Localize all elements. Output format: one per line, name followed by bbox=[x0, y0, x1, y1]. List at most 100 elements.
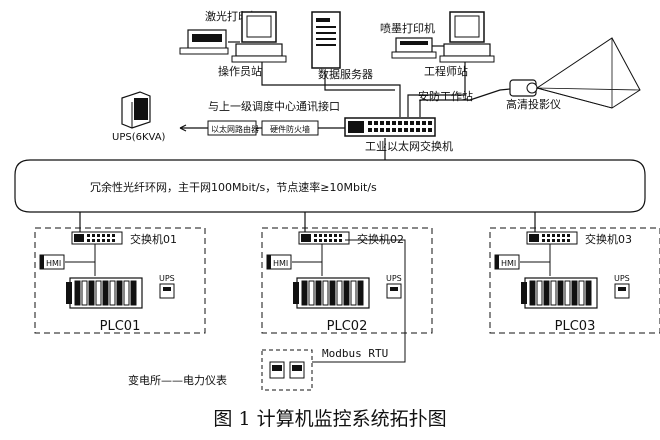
plc-module bbox=[88, 280, 95, 306]
top-network-lines bbox=[179, 41, 521, 160]
router-box bbox=[207, 120, 257, 136]
station-enclosure bbox=[34, 227, 206, 334]
plc-label: PLC03 bbox=[555, 319, 596, 334]
plc-module bbox=[74, 280, 81, 306]
router-label: 以太网路由器 bbox=[211, 124, 259, 134]
small-ups-detail bbox=[163, 287, 171, 291]
plc-module bbox=[81, 280, 88, 306]
hmi-label: HMI bbox=[501, 259, 516, 268]
station-switch-label: 交换机02 bbox=[357, 232, 404, 246]
small-ups-detail bbox=[618, 287, 626, 291]
plc-module bbox=[578, 280, 585, 306]
uplink-interface-label: 与上一级调度中心通讯接口 bbox=[208, 99, 340, 113]
switch-port bbox=[547, 234, 550, 237]
switch-port bbox=[567, 239, 570, 242]
switch-port-block bbox=[301, 234, 311, 242]
substation-links bbox=[312, 239, 406, 363]
switch-port bbox=[107, 234, 110, 237]
switch-port bbox=[562, 239, 565, 242]
plc-module bbox=[322, 280, 329, 306]
switch-hmi-link bbox=[292, 244, 323, 263]
switch-port bbox=[557, 234, 560, 237]
ups-label: UPS bbox=[614, 274, 630, 283]
substation-label: 变电所——电力仪表 bbox=[128, 373, 227, 387]
engineer-station-label: 工程师站 bbox=[424, 64, 468, 78]
plc-module bbox=[308, 280, 315, 306]
plc-module bbox=[109, 280, 116, 306]
hmi-label: HMI bbox=[46, 259, 61, 268]
switch-port bbox=[102, 239, 105, 242]
inkjet-printer-label: 喷墨打印机 bbox=[380, 21, 435, 35]
switch-port bbox=[92, 239, 95, 242]
plc-module bbox=[564, 280, 571, 306]
switch-port bbox=[87, 239, 90, 242]
switch-hmi-link bbox=[520, 244, 551, 263]
industrial-switch-label: 工业以太网交换机 bbox=[365, 139, 453, 153]
switch-port bbox=[547, 239, 550, 242]
projector-label: 高清投影仪 bbox=[506, 97, 561, 111]
switch-port bbox=[542, 234, 545, 237]
small-ups-detail bbox=[390, 287, 398, 291]
laser-printer-icon bbox=[179, 29, 229, 55]
switch-port bbox=[92, 234, 95, 237]
operator-station-icon bbox=[231, 11, 287, 63]
switch-port-block bbox=[74, 234, 84, 242]
switch-port bbox=[542, 239, 545, 242]
station-switch-label: 交换机01 bbox=[130, 232, 177, 246]
plc-module bbox=[343, 280, 350, 306]
switch-port bbox=[314, 234, 317, 237]
switch-port bbox=[324, 239, 327, 242]
plc-module bbox=[350, 280, 357, 306]
switch-port bbox=[557, 239, 560, 242]
switch-port bbox=[324, 234, 327, 237]
hmi-edge bbox=[40, 255, 44, 269]
fiber-ring bbox=[14, 159, 646, 213]
plc-module bbox=[301, 280, 308, 306]
switch-port bbox=[112, 234, 115, 237]
modbus-label: Modbus RTU bbox=[322, 347, 388, 360]
switch-port bbox=[552, 239, 555, 242]
data-server-icon bbox=[311, 11, 341, 69]
plc-module bbox=[95, 280, 102, 306]
station-enclosure bbox=[489, 227, 660, 334]
switch-port bbox=[334, 239, 337, 242]
ups-label: UPS bbox=[386, 274, 402, 283]
station-switch-label: 交换机03 bbox=[585, 232, 632, 246]
hmi-edge bbox=[495, 255, 499, 269]
ring-label: 冗余性光纤环网，主干网100Mbit/s，节点速率≥10Mbit/s bbox=[90, 180, 377, 194]
switch-port bbox=[112, 239, 115, 242]
switch-port bbox=[339, 234, 342, 237]
station-enclosure bbox=[261, 227, 433, 334]
substation-box bbox=[261, 349, 313, 391]
plc-module bbox=[116, 280, 123, 306]
switch-port bbox=[102, 234, 105, 237]
plc-rack-end bbox=[293, 282, 299, 304]
ups-6kva-label: UPS(6KVA) bbox=[112, 132, 166, 143]
plc-module bbox=[336, 280, 343, 306]
switch-hmi-link bbox=[65, 244, 96, 263]
plc-module bbox=[557, 280, 564, 306]
plc-label: PLC01 bbox=[100, 319, 141, 334]
switch-port bbox=[97, 239, 100, 242]
switch-port bbox=[339, 239, 342, 242]
firewall-box bbox=[261, 120, 319, 136]
security-station-label: 安防工作站 bbox=[418, 89, 473, 103]
plc-module bbox=[529, 280, 536, 306]
plc-module bbox=[357, 280, 364, 306]
plc-rack-end bbox=[66, 282, 72, 304]
switch-port bbox=[314, 239, 317, 242]
inkjet-printer-icon bbox=[391, 37, 437, 59]
switch-port bbox=[329, 234, 332, 237]
switch-port bbox=[97, 234, 100, 237]
plc-module bbox=[123, 280, 130, 306]
plc-module bbox=[329, 280, 336, 306]
switch-port bbox=[87, 234, 90, 237]
plc-module bbox=[571, 280, 578, 306]
switch-port bbox=[562, 234, 565, 237]
switch-port bbox=[319, 234, 322, 237]
figure-title: 图 1 计算机监控系统拓扑图 bbox=[213, 408, 446, 430]
